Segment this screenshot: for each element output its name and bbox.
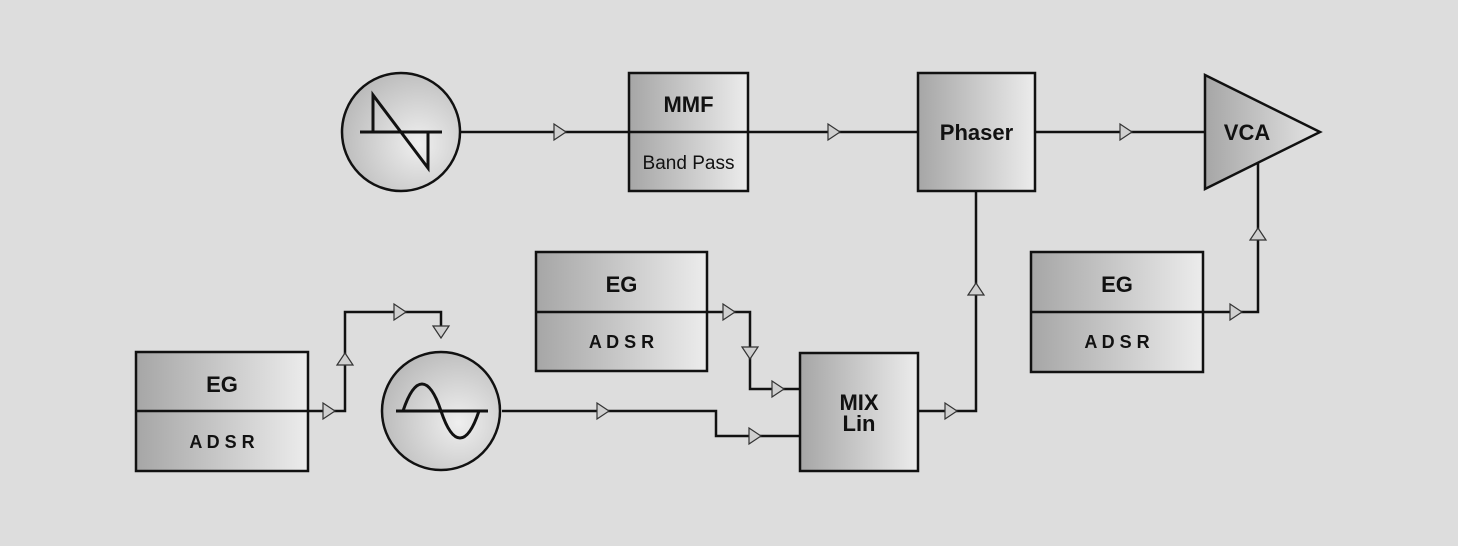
mmf-filter-block: MMF Band Pass (627, 71, 750, 193)
eg-right-subtitle: A D S R (1084, 332, 1149, 352)
mix-block: MIX Lin (798, 351, 920, 473)
eg-middle-block: EG A D S R (534, 250, 709, 373)
wire-eg-right-to-vca (1203, 160, 1260, 314)
mmf-title: MMF (663, 92, 713, 117)
phaser-block: Phaser (916, 71, 1037, 193)
sine-oscillator (380, 350, 502, 472)
eg-middle-subtitle: A D S R (589, 332, 654, 352)
arrow-down-icon (740, 346, 760, 361)
eg-left-title: EG (206, 372, 238, 397)
arrow-right-icon (553, 122, 568, 142)
eg-middle-title: EG (606, 272, 638, 297)
vca-amplifier: VCA (1203, 72, 1323, 192)
arrow-up-icon (335, 351, 355, 366)
arrow-right-icon (748, 426, 763, 446)
sawtooth-oscillator (340, 71, 462, 193)
arrow-right-icon (322, 401, 337, 421)
mix-title: MIX (839, 390, 878, 415)
arrow-right-icon (944, 401, 959, 421)
arrow-right-icon (827, 122, 842, 142)
arrow-right-icon (1119, 122, 1134, 142)
arrow-right-icon (596, 401, 611, 421)
arrow-up-icon (1248, 226, 1268, 241)
wire-mix-to-phaser (918, 191, 978, 413)
phaser-title: Phaser (940, 120, 1014, 145)
arrow-down-icon (431, 325, 451, 340)
sawtooth-wave-icon (360, 90, 442, 173)
arrow-up-icon (966, 281, 986, 296)
eg-right-title: EG (1101, 272, 1133, 297)
mmf-subtitle: Band Pass (643, 153, 735, 174)
arrow-right-icon (771, 379, 786, 399)
arrow-right-icon (393, 302, 408, 322)
arrow-right-icon (1229, 302, 1244, 322)
vca-title: VCA (1224, 120, 1271, 145)
arrow-right-icon (722, 302, 737, 322)
eg-left-block: EG A D S R (134, 350, 310, 473)
mix-subtitle: Lin (843, 411, 876, 436)
eg-left-subtitle: A D S R (189, 432, 254, 452)
sine-wave-icon (396, 382, 488, 440)
eg-right-block: EG A D S R (1029, 250, 1205, 374)
flow-arrows (322, 122, 1268, 446)
